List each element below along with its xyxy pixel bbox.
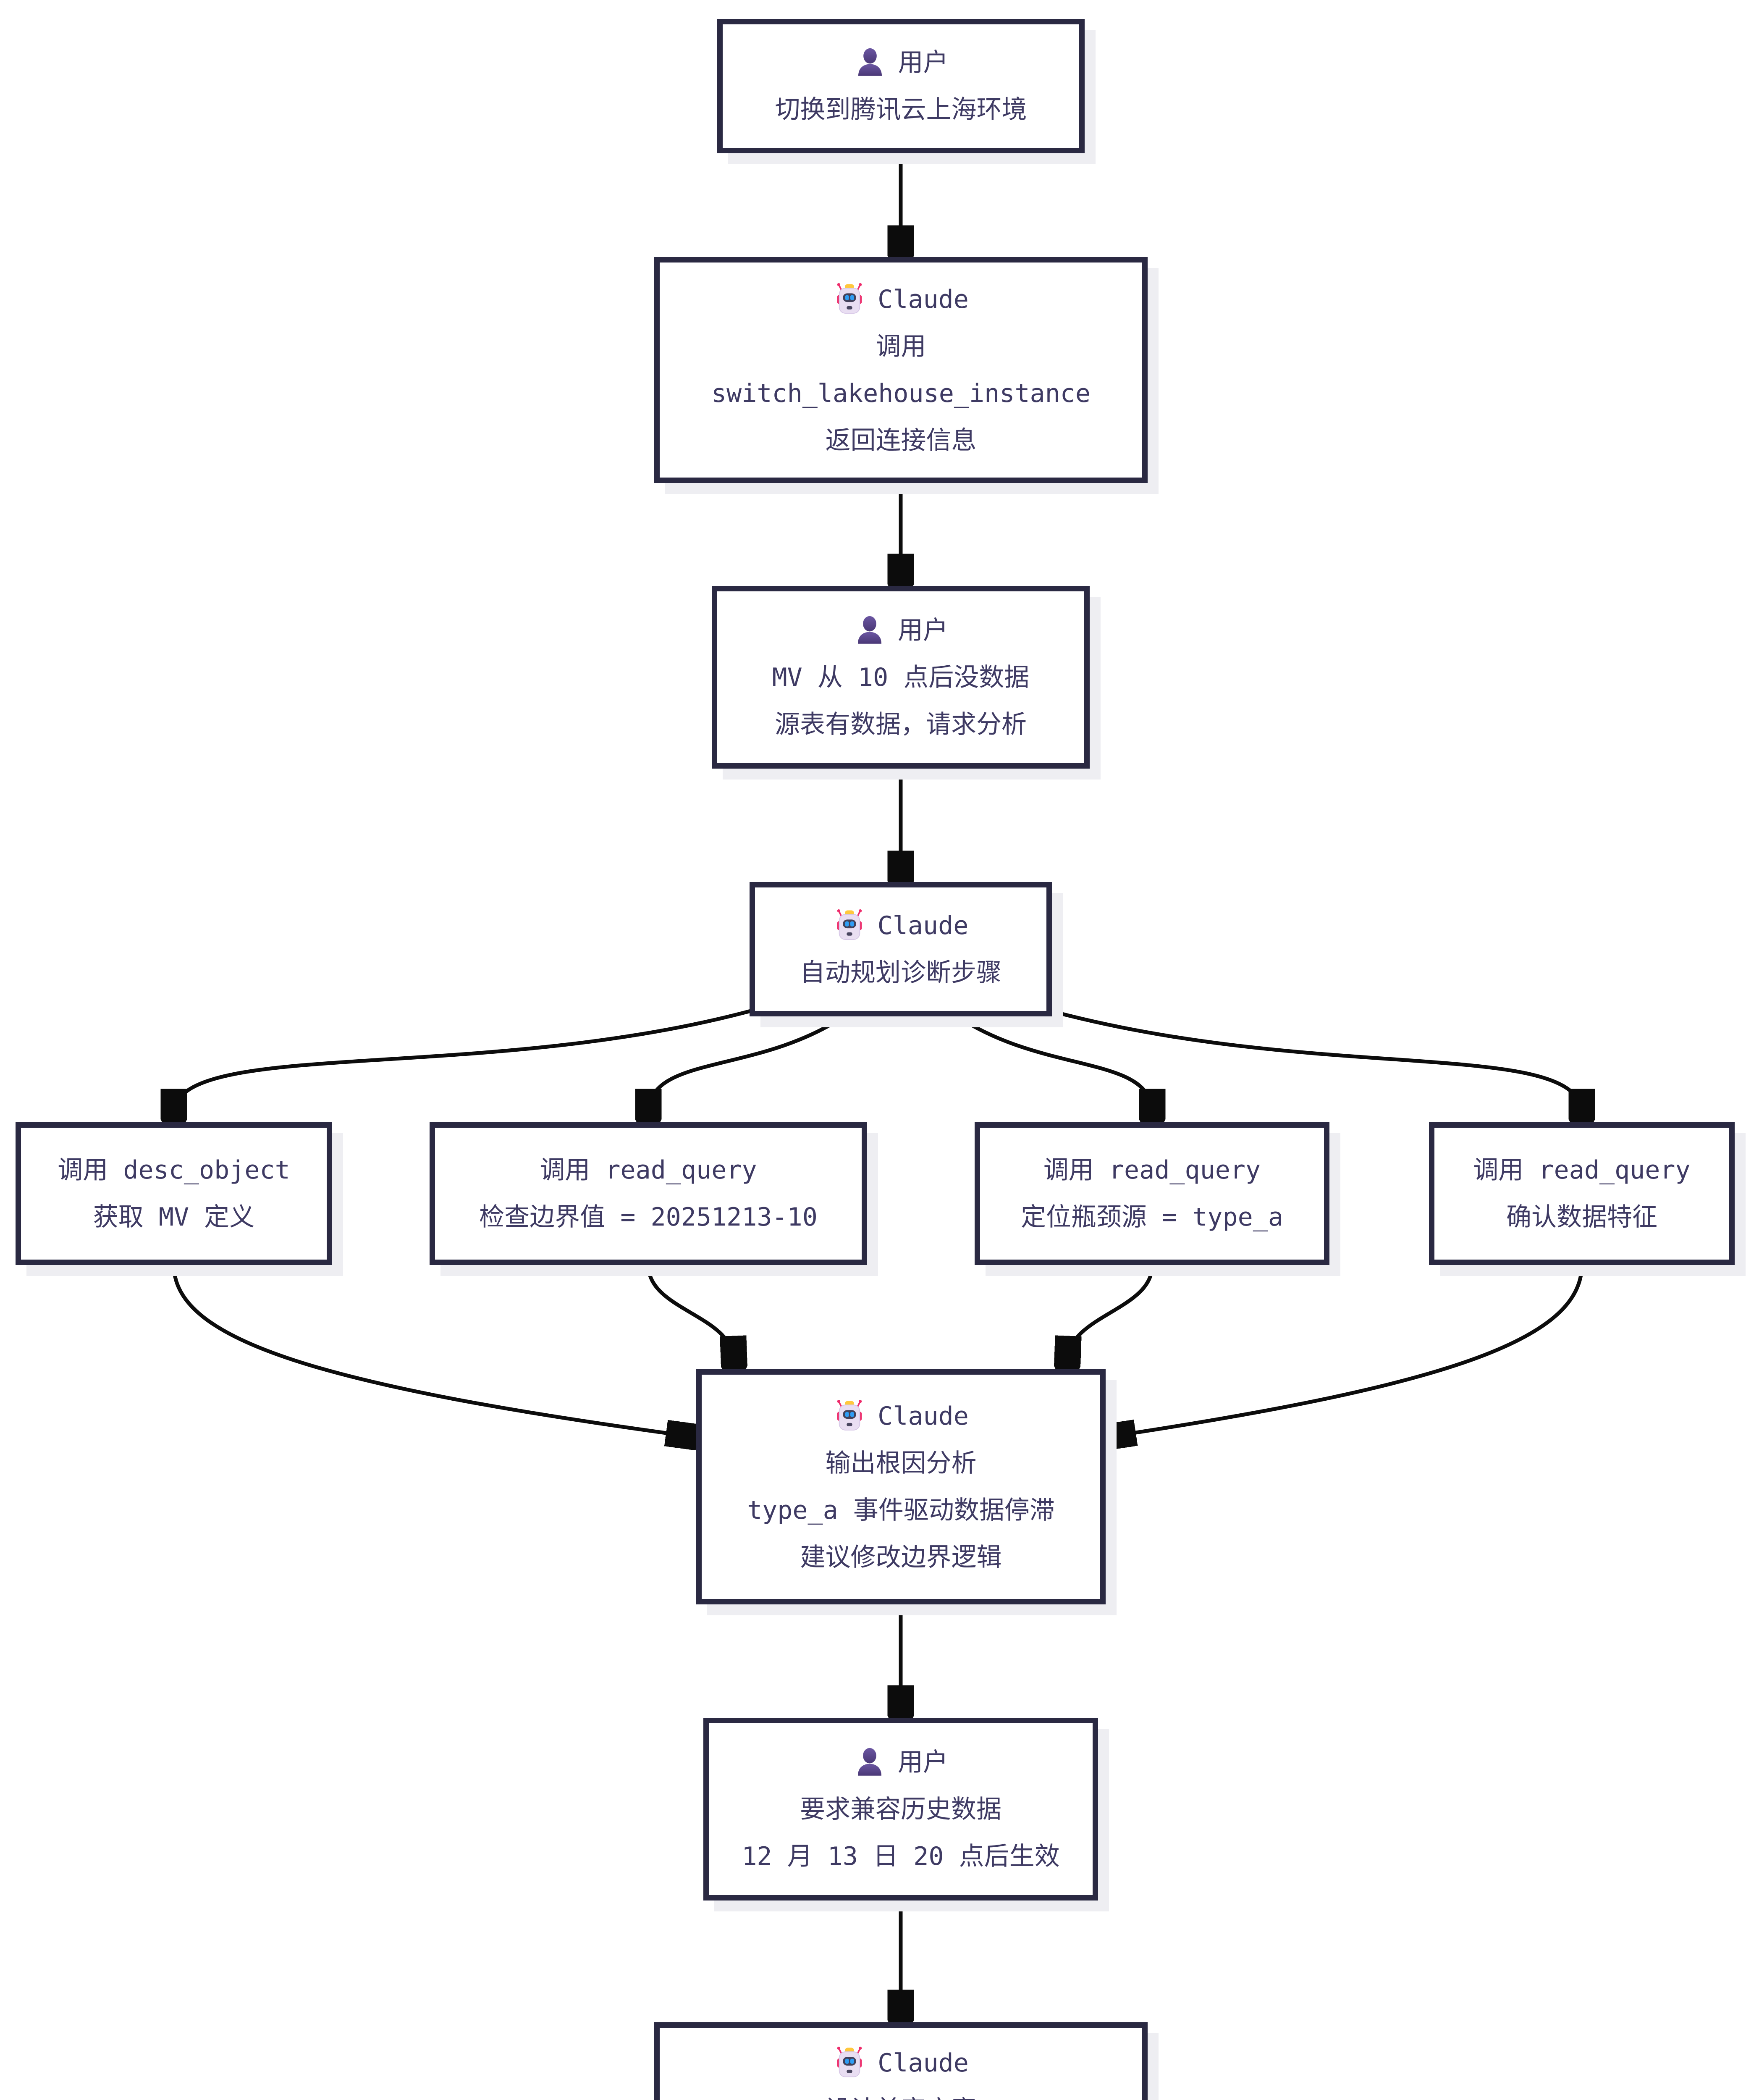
- robot-icon: [833, 1400, 866, 1433]
- actor-label: Claude: [878, 285, 969, 314]
- actor-label: Claude: [877, 911, 969, 940]
- node-user-compat-request: 用户 要求兼容历史数据 12 月 13 日 20 点后生效: [703, 1718, 1098, 1900]
- node-line: 切换到腾讯云上海环境: [775, 95, 1027, 124]
- node-tool-boundary-check: 调用 read_query 检查边界值 = 20251213-10: [430, 1122, 867, 1265]
- user-icon: [853, 1746, 886, 1779]
- node-line: 检查边界值 = 20251213-10: [479, 1202, 818, 1232]
- node-claude-plan: Claude 自动规划诊断步骤: [750, 882, 1052, 1016]
- node-line: 调用: [876, 332, 926, 361]
- node-header: Claude: [833, 902, 969, 949]
- user-icon: [854, 46, 886, 79]
- actor-label: Claude: [878, 1402, 969, 1431]
- robot-icon: [833, 909, 866, 942]
- node-header: 用户: [853, 1739, 948, 1786]
- node-line: 设计兼容方案: [826, 2087, 977, 2100]
- node-line: 调用 read_query: [1473, 1155, 1691, 1185]
- node-line: 确认数据特征: [1506, 1202, 1657, 1232]
- edge-claude-plan-to-tool-boundary: [648, 1015, 845, 1114]
- node-claude-switch: Claude 调用 switch_lakehouse_instance 返回连接…: [654, 257, 1148, 483]
- edge-tool-features-to-claude-root: [1111, 1265, 1584, 1436]
- node-line: 定位瓶颈源 = type_a: [1020, 1202, 1284, 1232]
- robot-icon: [833, 2047, 866, 2079]
- actor-label: 用户: [898, 1747, 948, 1777]
- node-line: switch_lakehouse_instance: [711, 379, 1091, 408]
- node-line: 源表有数据，请求分析: [775, 709, 1027, 739]
- node-line: 获取 MV 定义: [93, 1202, 255, 1232]
- node-user-switch: 用户 切换到腾讯云上海环境: [717, 19, 1085, 153]
- edge-claude-plan-to-tool-features: [1047, 1008, 1582, 1114]
- node-line: 调用 desc_object: [58, 1155, 290, 1185]
- edge-claude-plan-to-tool-bottleneck: [956, 1015, 1152, 1114]
- node-line: 调用 read_query: [540, 1155, 757, 1185]
- node-line: 要求兼容历史数据: [800, 1794, 1001, 1824]
- node-header: Claude: [833, 276, 969, 323]
- node-header: Claude: [833, 1393, 969, 1440]
- node-tool-desc-object: 调用 desc_object 获取 MV 定义: [16, 1122, 332, 1265]
- node-line: 输出根因分析: [825, 1449, 977, 1478]
- node-tool-data-features: 调用 read_query 确认数据特征: [1429, 1122, 1735, 1265]
- node-line: 建议修改边界逻辑: [800, 1543, 1002, 1572]
- edge-tool-bottleneck-to-claude-root: [1067, 1265, 1154, 1361]
- user-icon: [853, 614, 886, 647]
- node-user-mv: 用户 MV 从 10 点后没数据 源表有数据，请求分析: [712, 586, 1090, 769]
- node-header: 用户: [853, 607, 948, 654]
- node-line: 调用 read_query: [1043, 1155, 1261, 1185]
- edge-tool-boundary-to-claude-root: [646, 1265, 734, 1361]
- node-line: 12 月 13 日 20 点后生效: [742, 1841, 1060, 1871]
- actor-label: 用户: [898, 615, 948, 645]
- node-line: MV 从 10 点后没数据: [772, 662, 1030, 692]
- node-header: Claude: [833, 2040, 969, 2087]
- node-header: 用户: [854, 39, 949, 86]
- node-claude-design-plan: Claude 设计兼容方案 输出带时间判断的 SQL 改造方 案: [654, 2022, 1148, 2100]
- robot-icon: [833, 283, 866, 316]
- edge-claude-plan-to-tool-desc: [174, 1008, 755, 1114]
- node-line: 自动规划诊断步骤: [800, 958, 1001, 987]
- node-line: 返回连接信息: [825, 426, 977, 455]
- node-tool-bottleneck-locate: 调用 read_query 定位瓶颈源 = type_a: [975, 1122, 1329, 1265]
- actor-label: Claude: [878, 2048, 969, 2078]
- actor-label: 用户: [898, 48, 949, 77]
- node-line: type_a 事件驱动数据停滞: [747, 1496, 1055, 1525]
- edge-tool-desc-to-claude-root: [172, 1265, 691, 1436]
- node-claude-root-cause: Claude 输出根因分析 type_a 事件驱动数据停滞 建议修改边界逻辑: [696, 1369, 1106, 1604]
